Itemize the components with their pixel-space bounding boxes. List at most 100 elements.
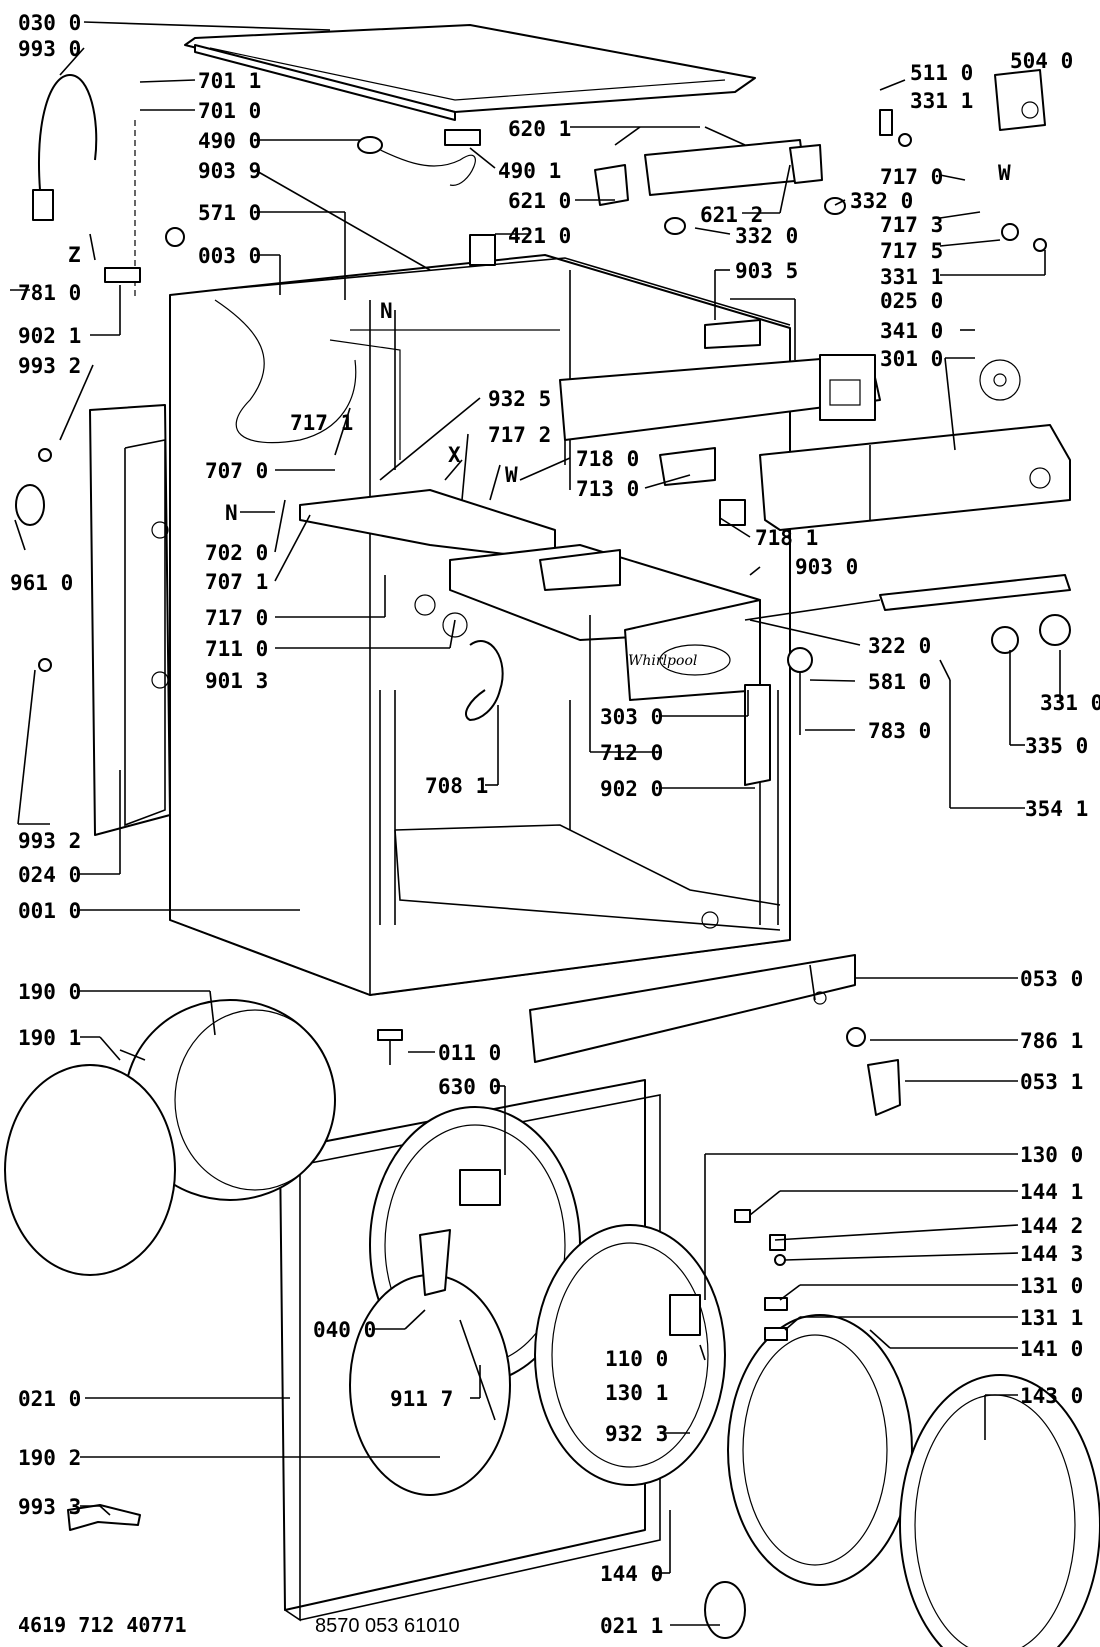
part-label: 131 1: [1020, 1306, 1083, 1330]
part-label: 021 0: [18, 1387, 81, 1411]
part-label: 717 5: [880, 239, 943, 263]
part-label: 130 1: [605, 1381, 668, 1405]
part-label: 903 0: [795, 555, 858, 579]
part-label: 717 0: [205, 606, 268, 630]
part-label: 712 0: [600, 741, 663, 765]
part-label: 903 9: [198, 159, 261, 183]
part-label: 040 0: [313, 1318, 376, 1342]
part-label: 902 1: [18, 324, 81, 348]
part-label: 144 2: [1020, 1214, 1083, 1238]
side-panel: [89, 404, 171, 836]
part-labels: 030 0 993 0 701 1 701 0 490 0 903 9 620 …: [10, 11, 1100, 1638]
footer-code-right: 8570 053 61010: [315, 1615, 460, 1637]
part-label: 354 1: [1025, 797, 1088, 821]
part-label: 024 0: [18, 863, 81, 887]
part-label: 707 1: [205, 570, 268, 594]
part-label: 781 0: [18, 281, 81, 305]
part-label: 504 0: [1010, 49, 1073, 73]
part-label: 331 1: [880, 265, 943, 289]
part-label: 110 0: [605, 1347, 668, 1371]
control-fascia: [559, 354, 1071, 531]
part-label: 190 2: [18, 1446, 81, 1470]
part-label: 335 0: [1025, 734, 1088, 758]
part-label: 053 1: [1020, 1070, 1083, 1094]
part-label: 053 0: [1020, 967, 1083, 991]
part-label: 711 0: [205, 637, 268, 661]
part-label: 144 3: [1020, 1242, 1083, 1266]
part-label: W: [505, 463, 518, 487]
part-label: 511 0: [910, 61, 973, 85]
part-label: 717 1: [290, 411, 353, 435]
hose: [465, 640, 504, 721]
part-label: 341 0: [880, 319, 943, 343]
plinth: [529, 954, 856, 1063]
part-label: 911 7: [390, 1387, 453, 1411]
part-label: 783 0: [868, 719, 931, 743]
part-label: 718 1: [755, 526, 818, 550]
part-label: 903 5: [735, 259, 798, 283]
part-label: 332 0: [735, 224, 798, 248]
part-label: 143 0: [1020, 1384, 1083, 1408]
brand-logo-text: Whirlpool: [628, 653, 697, 669]
part-label: 702 0: [205, 541, 268, 565]
part-label: 303 0: [600, 705, 663, 729]
leader-lines: [10, 21, 1061, 1626]
part-label: 130 0: [1020, 1143, 1083, 1167]
part-label: 001 0: [18, 899, 81, 923]
cabinet: [169, 254, 791, 996]
part-label: 322 0: [868, 634, 931, 658]
door-seal: [4, 999, 336, 1276]
footer-code-left: 4619 712 40771: [18, 1613, 187, 1637]
part-label: N: [380, 299, 393, 323]
part-label: 144 0: [600, 1562, 663, 1586]
part-label: 932 3: [605, 1422, 668, 1446]
part-label: 993 2: [18, 829, 81, 853]
part-label: 701 0: [198, 99, 261, 123]
part-label: 144 1: [1020, 1180, 1083, 1204]
part-label: 786 1: [1020, 1029, 1083, 1053]
part-label: 630 0: [438, 1075, 501, 1099]
part-label: Z: [68, 243, 81, 267]
part-label: 571 0: [198, 201, 261, 225]
top-cover: [184, 24, 756, 113]
part-label: 331 1: [910, 89, 973, 113]
part-label: 131 0: [1020, 1274, 1083, 1298]
part-label: 717 3: [880, 213, 943, 237]
footer-codes: 4619 712 40771 8570 053 61010: [18, 1613, 460, 1637]
part-label: 961 0: [10, 571, 73, 595]
part-label: 718 0: [576, 447, 639, 471]
part-label: W: [998, 161, 1011, 185]
part-label: 025 0: [880, 289, 943, 313]
part-label: 621 2: [700, 203, 763, 227]
part-label: 003 0: [198, 244, 261, 268]
part-label: 021 1: [600, 1614, 663, 1638]
part-label: X: [448, 443, 461, 467]
part-label: 707 0: [205, 459, 268, 483]
part-label: 490 1: [498, 159, 561, 183]
part-label: 190 0: [18, 980, 81, 1004]
part-label: 421 0: [508, 224, 571, 248]
part-label: 011 0: [438, 1041, 501, 1065]
part-drawings: [4, 24, 1100, 1647]
part-label: 620 1: [508, 117, 571, 141]
part-label: 993 2: [18, 354, 81, 378]
part-label: 902 0: [600, 777, 663, 801]
part-label: 301 0: [880, 347, 943, 371]
door-assembly: [534, 1224, 1100, 1647]
part-label: N: [225, 501, 238, 525]
front-panel: [279, 1079, 661, 1622]
part-label: 993 3: [18, 1495, 81, 1519]
part-label: 708 1: [425, 774, 488, 798]
part-label: 701 1: [198, 69, 261, 93]
part-label: 190 1: [18, 1026, 81, 1050]
part-label: 581 0: [868, 670, 931, 694]
dispenser-assembly: [299, 489, 761, 701]
part-label: 717 2: [488, 423, 551, 447]
part-label: 490 0: [198, 129, 261, 153]
part-label: 141 0: [1020, 1337, 1083, 1361]
part-label: 030 0: [18, 11, 81, 35]
part-label: 932 5: [488, 387, 551, 411]
part-label: 332 0: [850, 189, 913, 213]
part-label: 331 0: [1040, 691, 1100, 715]
part-label: 621 0: [508, 189, 571, 213]
